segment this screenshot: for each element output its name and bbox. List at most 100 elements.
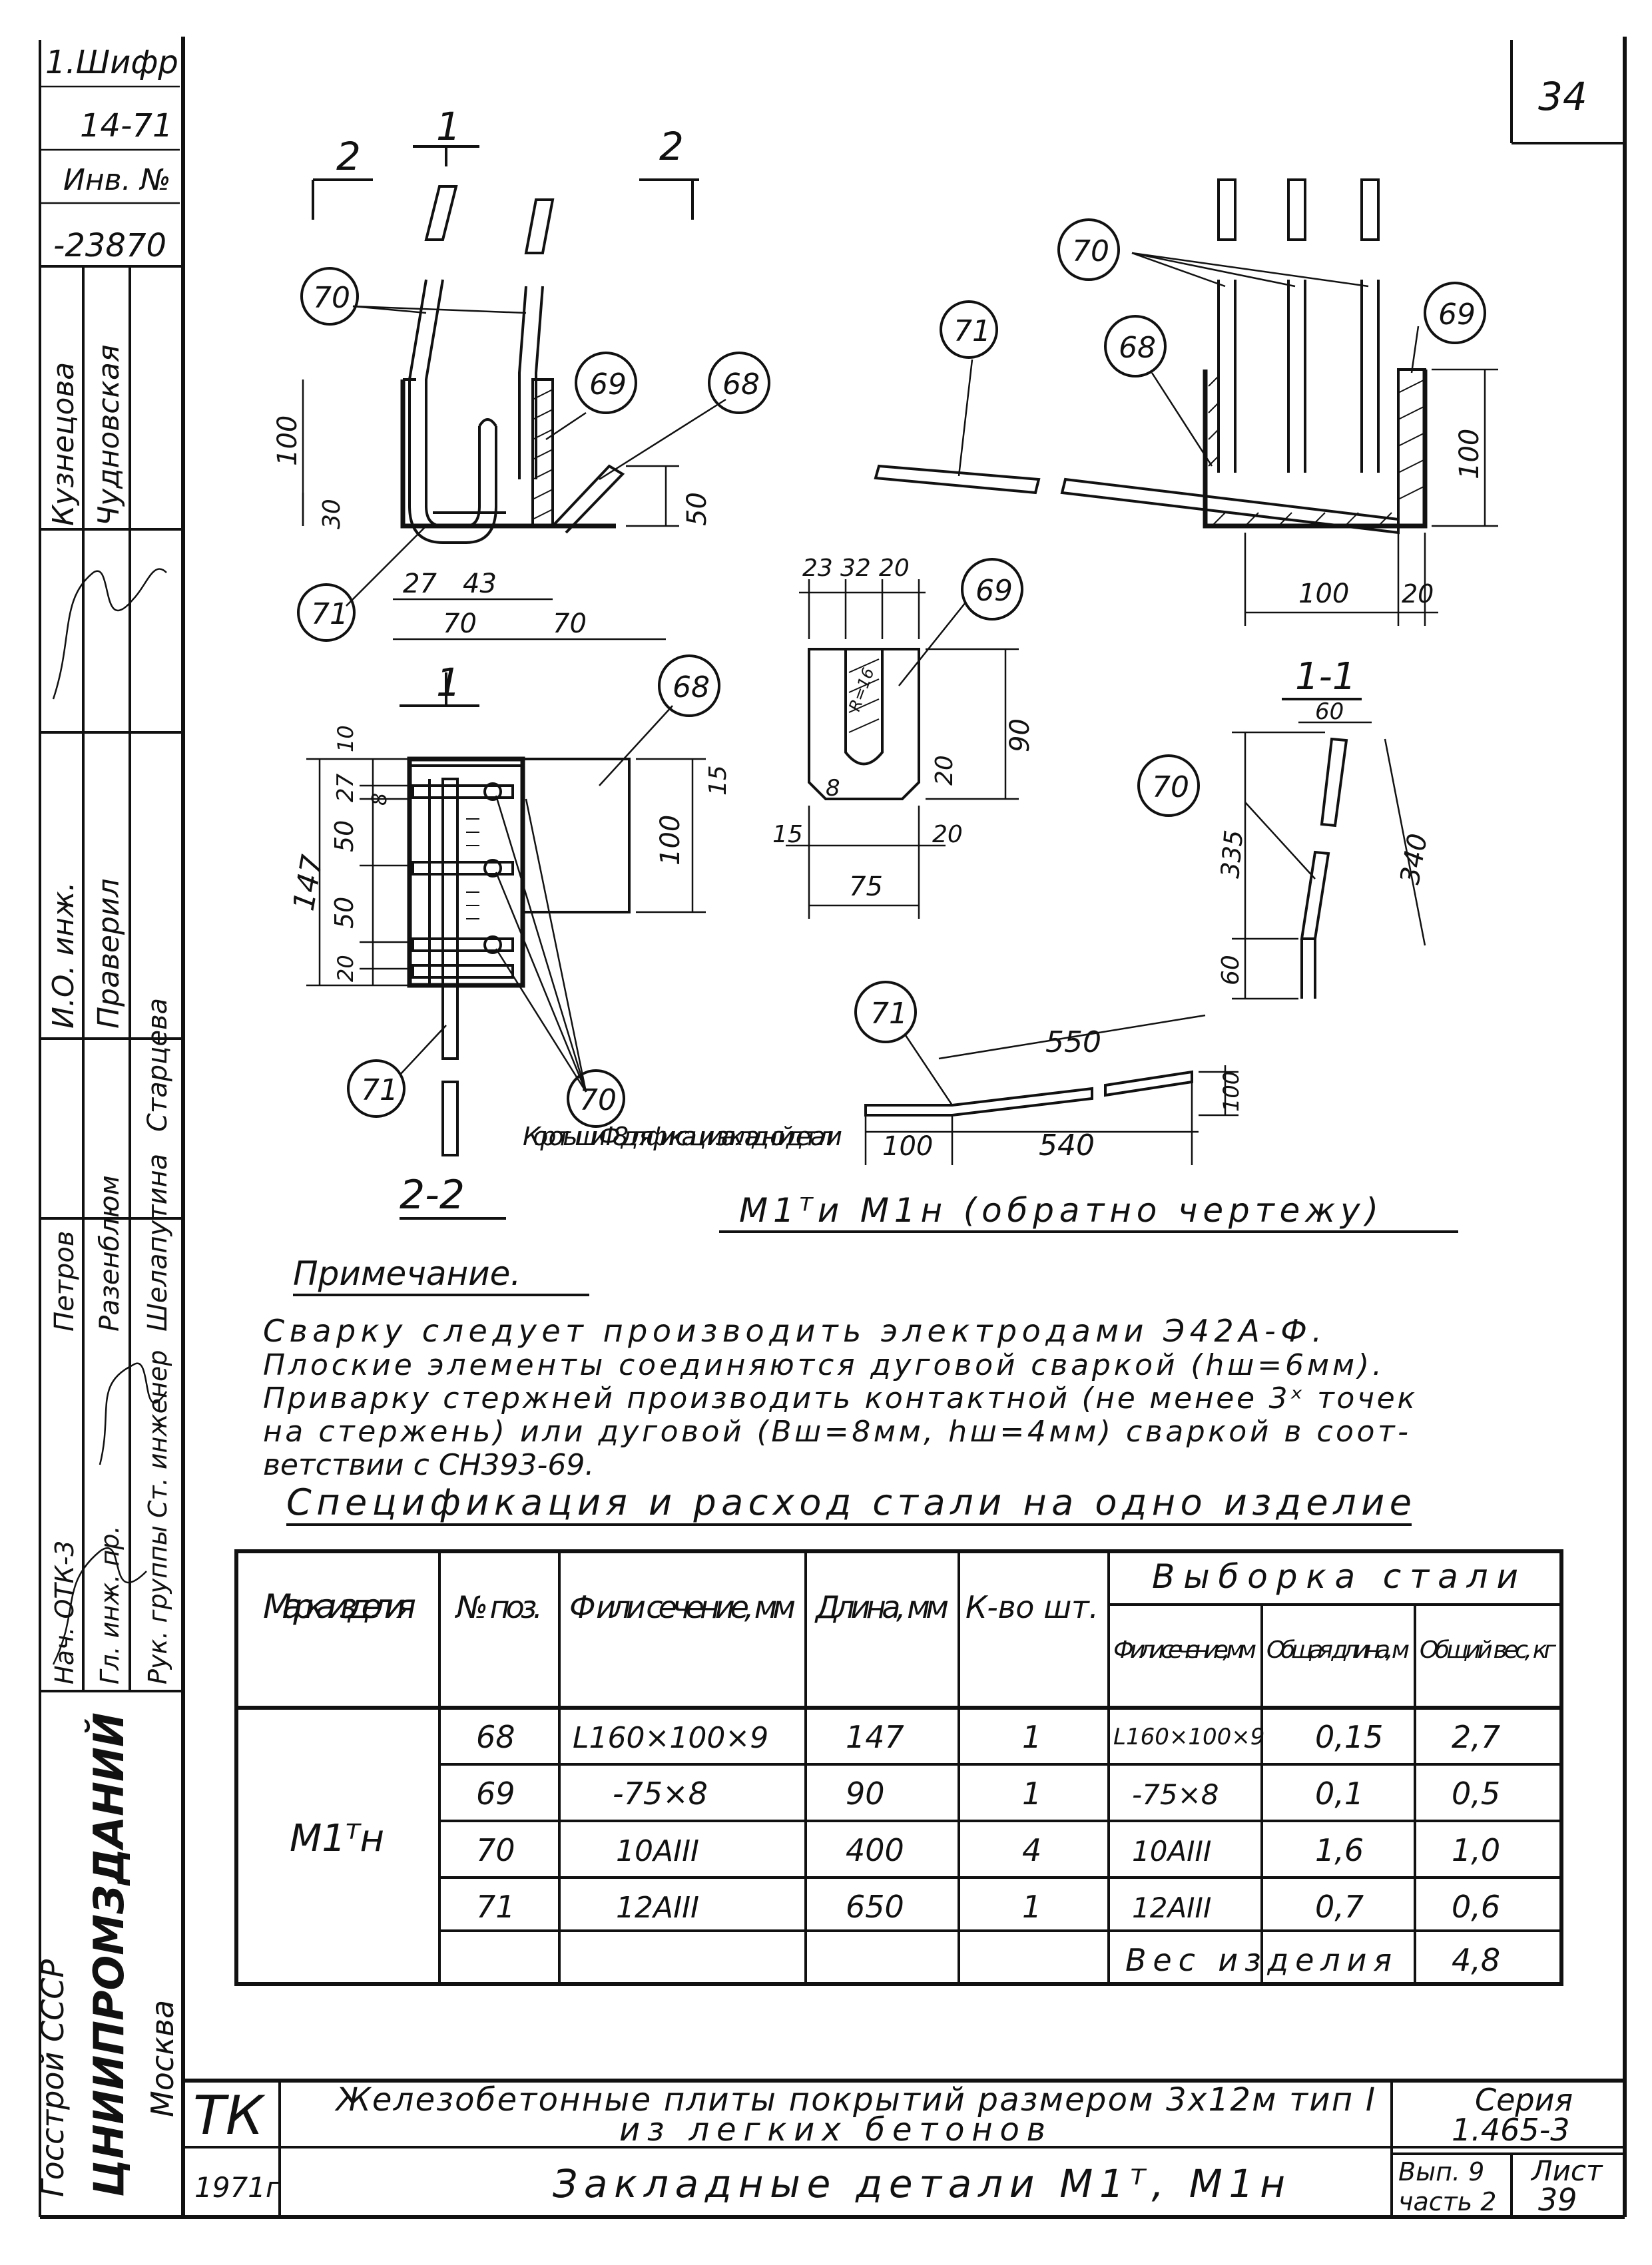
ref-bubble-70-b (1057, 218, 1120, 281)
ref-70-a: 70 (313, 281, 350, 315)
ref-70-d: 70 (1152, 770, 1189, 804)
dim-bar71-540: 540 (1039, 1129, 1095, 1162)
dim-v22-50-a: 50 (330, 820, 359, 852)
sheet-label: Лист (1530, 2154, 1603, 2187)
dim-plate-20-bottom: 20 (932, 821, 963, 848)
dim-v1-100: 100 (272, 415, 303, 466)
hdr-sel-section: Ф или сечение, мм (1113, 1636, 1256, 1664)
ref-bubble-68-a (708, 352, 770, 414)
dim-v11-60-top: 60 (1315, 698, 1344, 725)
ref-69-b: 69 (1438, 298, 1476, 332)
spec-table-title: Спецификация и расход стали на одно изде… (286, 1481, 1412, 1523)
name-petrov: Петров (49, 1231, 80, 1332)
dim-plate-20-top: 20 (879, 555, 910, 582)
ref-bubble-69-b (1424, 282, 1486, 344)
dim-v22-100: 100 (655, 815, 686, 866)
dim-v1-70-right: 70 (553, 609, 587, 639)
table-row: 69 -75×8 90 1 -75×8 0,1 0,5 (476, 1776, 1500, 1812)
sheet-number-top: 34 (1538, 74, 1587, 119)
dim-plate-8: 8 (826, 775, 840, 802)
position-group-lead: Рук. группы (143, 1525, 172, 1684)
ref-68-b: 68 (1119, 331, 1156, 365)
dim-v2-100-height: 100 (1454, 429, 1485, 479)
section-mark-1-bottom: 1 (436, 660, 461, 705)
section-mark-2-2: 2-2 (400, 1172, 465, 1218)
row4-total-length: 0,7 (1315, 1889, 1364, 1925)
dim-v1-70-left: 70 (443, 609, 477, 639)
ref-69-c: 69 (975, 574, 1013, 608)
name-shelaputina: Шелапутина (142, 1154, 173, 1332)
ref-bubble-70-c (567, 1069, 625, 1128)
ref-bubble-70-a (300, 267, 359, 326)
title-line-2: из легких бетонов (619, 2111, 1045, 2148)
dim-plate-90: 90 (1005, 718, 1035, 752)
part-label: часть 2 (1398, 2187, 1496, 2216)
row1-pos: 68 (476, 1719, 515, 1755)
dim-v1-30: 30 (318, 499, 346, 529)
row2-section: -75×8 (613, 1776, 708, 1812)
row3-total-length: 1,6 (1315, 1832, 1364, 1868)
row1-total-length: 0,15 (1315, 1719, 1383, 1755)
row3-pos: 70 (476, 1832, 515, 1868)
row4-sel-section: 12АIII (1132, 1891, 1211, 1924)
section-mark-2-right: 2 (659, 124, 684, 169)
table-row: 68 L160×100×9 147 1 L160×100×9 0,15 2,7 (476, 1719, 1500, 1755)
ref-bubble-69-c (961, 558, 1023, 621)
note-title: Примечание. (293, 1254, 521, 1293)
row2-qty: 1 (1022, 1776, 1041, 1812)
dim-plate-20-right: 20 (931, 755, 958, 786)
dim-v1-43: 43 (463, 569, 497, 599)
dim-v11-340: 340 (1395, 832, 1434, 887)
dim-v1-27: 27 (403, 569, 437, 599)
short-pieces-note: Коротыши Ф8 для фиксации закладной детал… (523, 1122, 842, 1151)
hdr-qty: К-во шт. (965, 1589, 1099, 1625)
row4-qty: 1 (1022, 1889, 1041, 1925)
product-weight-value: 4,8 (1452, 1942, 1500, 1978)
name-rozenblyum: Разенблюм (95, 1175, 125, 1332)
section-mark-2-left: 2 (336, 134, 361, 179)
row4-total-weight: 0,6 (1452, 1889, 1500, 1925)
ref-71-c: 71 (361, 1073, 398, 1107)
spec-table-grid (234, 1549, 1563, 1986)
note-line-2: Плоские элементы соединяются дуговой сва… (263, 1348, 1382, 1382)
dim-v22-147: 147 (287, 852, 330, 913)
row2-pos: 69 (476, 1776, 515, 1812)
ref-bubble-71-a (297, 583, 356, 642)
dim-v22-8: 8 (368, 793, 392, 806)
archive-inventory-label: Инв. № (63, 163, 170, 197)
ref-68-c: 68 (673, 670, 710, 704)
dim-v22-27: 27 (332, 773, 359, 802)
dim-plate-23: 23 (802, 555, 833, 582)
note-line-5: ветствии с СН393-69. (263, 1448, 594, 1482)
hdr-selection: Выборка стали (1152, 1557, 1518, 1596)
row3-qty: 4 (1022, 1832, 1041, 1868)
plate-69-detail (786, 579, 1019, 919)
org-tsniipromzdaniy: ЦНИИПРОМЗДАНИЙ (85, 1712, 133, 2197)
hdr-pos: № поз. (454, 1589, 543, 1625)
row3-section: 10АIII (616, 1834, 699, 1868)
row2-total-weight: 0,5 (1452, 1776, 1500, 1812)
ref-bubble-70-d (1137, 754, 1200, 817)
dim-plate-15-left: 15 (704, 765, 732, 796)
section-1-1 (1232, 698, 1426, 1000)
ref-bubble-69-a (575, 352, 637, 414)
row1-sel-section: L160×100×9 (1113, 1724, 1264, 1750)
ref-bubble-71-d (854, 981, 917, 1043)
row4-pos: 71 (476, 1889, 515, 1925)
row1-length: 147 (846, 1719, 904, 1755)
dim-v11-60-bottom: 60 (1217, 955, 1244, 985)
signer-chudnovskaya: Чудновская (92, 345, 126, 526)
signature-scribble-2 (52, 1547, 147, 1665)
ref-bubble-68-c (658, 654, 720, 717)
archive-cipher: 1.Шифр (45, 44, 178, 81)
dim-plate-32: 32 (840, 555, 871, 582)
ref-bubble-71-b (940, 300, 998, 359)
ref-70-c: 70 (579, 1083, 617, 1117)
row3-length: 400 (846, 1832, 904, 1868)
view-2-2 (306, 705, 706, 1220)
row2-total-length: 0,1 (1315, 1776, 1364, 1812)
signature-scribble-1 (52, 568, 167, 700)
mirror-label: М1ᵀи М1н (обратно чертежу) (739, 1191, 1378, 1230)
dim-plate-75: 75 (849, 872, 883, 902)
view-1-side (302, 145, 726, 707)
